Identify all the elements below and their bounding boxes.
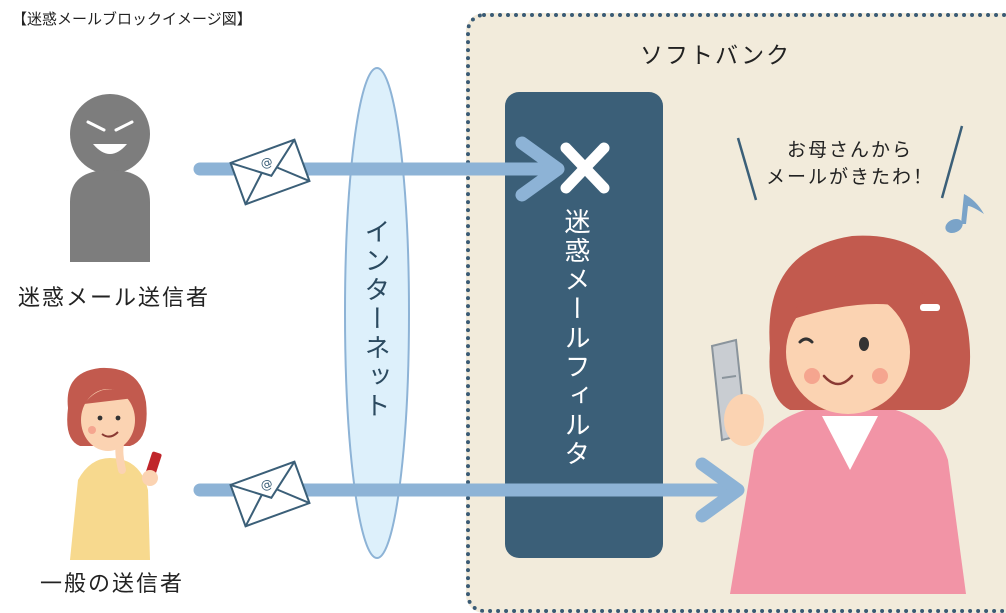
speech-text: お母さんから メールがきたわ！ — [760, 137, 940, 191]
speech-mark-left — [736, 137, 758, 201]
envelope-icon: @ — [229, 138, 311, 206]
normal-sender-label: 一般の送信者 — [40, 572, 185, 597]
diagram-title: 【迷惑メールブロックイメージ図】 — [12, 10, 252, 28]
envelope-mark: @ — [259, 154, 275, 171]
spam-sender-figure — [70, 94, 150, 262]
filter-label: 迷惑メールフィルタ — [560, 208, 590, 469]
softbank-label: ソフトバンク — [640, 43, 792, 69]
speech-line-2: メールがきたわ！ — [765, 166, 934, 188]
music-note-icon — [945, 194, 984, 234]
envelope-icon: @ — [229, 460, 311, 528]
cross-icon — [560, 142, 610, 194]
internet-label: インターネット — [360, 218, 390, 421]
internet-ellipse — [344, 67, 410, 559]
receiver-figure — [710, 235, 971, 594]
spam-sender-label: 迷惑メール送信者 — [18, 286, 211, 311]
normal-sender-figure — [67, 367, 162, 560]
speech-mark-right — [940, 125, 964, 199]
speech-line-1: お母さんから — [786, 139, 913, 161]
diagram-canvas: @ @ — [67, 67, 984, 594]
envelope-mark: @ — [259, 476, 275, 493]
